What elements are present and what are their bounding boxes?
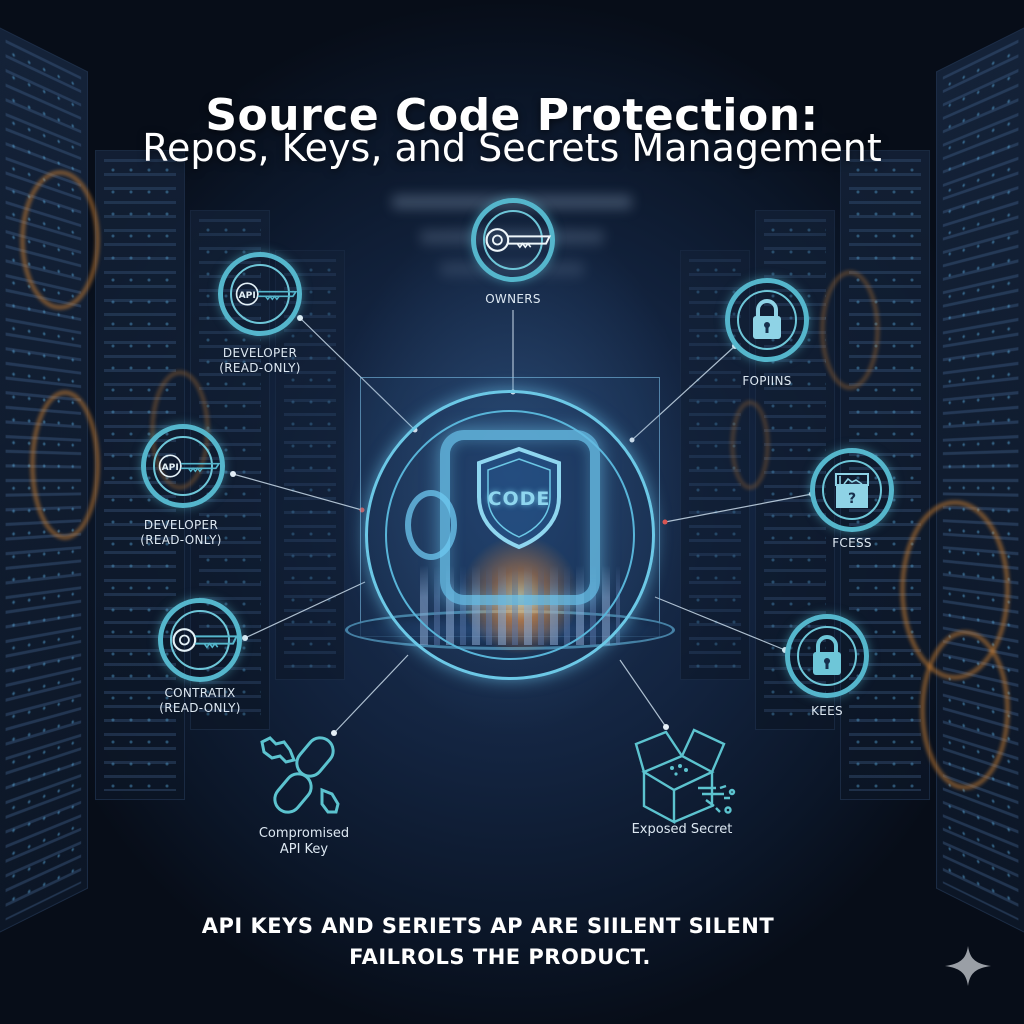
cable <box>730 400 770 490</box>
ring-inner <box>797 626 857 686</box>
label-line2: (READ-ONLY) <box>159 701 241 715</box>
open-box-icon <box>634 728 736 824</box>
label-line2: API Key <box>279 842 329 857</box>
node-label: DEVELOPER (READ-ONLY) <box>180 346 340 376</box>
page-subtitle: Repos, Keys, and Secrets Management <box>142 126 882 170</box>
node-label: FCESS <box>772 536 932 551</box>
ring-outer <box>810 448 894 532</box>
ring-outer <box>471 198 555 282</box>
cable <box>20 170 100 310</box>
ring-outer <box>725 278 809 362</box>
node-label: DEVELOPER (READ-ONLY) <box>101 518 261 548</box>
broken-chain-icon <box>260 736 340 814</box>
label-line1: FCESS <box>832 536 872 550</box>
svg-text:API: API <box>162 463 179 473</box>
node-label: OWNERS <box>433 292 593 307</box>
node-label: CONTRATIX (READ-ONLY) <box>120 686 280 716</box>
ring-inner <box>230 264 290 324</box>
ring-outer <box>141 424 225 508</box>
node-developer-read-only-mid[interactable]: API DEVELOPER (READ-ONLY) <box>140 424 225 547</box>
threat-compromised-api-key[interactable]: Compromised API Key <box>254 728 354 857</box>
node-label: FOPIINS <box>687 374 847 389</box>
node-kees[interactable]: KEES <box>785 614 869 718</box>
ring-inner <box>170 610 230 670</box>
code-shield-label: CODE <box>487 488 551 510</box>
svg-text:?: ? <box>848 491 856 507</box>
ring-outer <box>218 252 302 336</box>
ring-inner <box>153 436 213 496</box>
label-line1: DEVELOPER <box>222 346 298 360</box>
node-developer-read-only-top[interactable]: API DEVELOPER (READ-ONLY) <box>218 252 302 375</box>
label-line2: (READ-ONLY) <box>140 533 222 547</box>
ring-inner <box>483 210 543 270</box>
threat-exposed-secret[interactable]: Exposed Secret <box>632 726 736 837</box>
caption-line2: FAILROLS THE PRODUCT. <box>349 945 651 969</box>
cable <box>920 630 1010 790</box>
code-vault: CODE <box>345 365 675 680</box>
question-box-icon: ? <box>810 448 894 532</box>
threat-label: Exposed Secret <box>592 822 772 838</box>
api-key-icon: API <box>141 424 225 508</box>
node-label: KEES <box>747 704 907 719</box>
key-icon <box>471 198 555 282</box>
node-fcess[interactable]: ? FCESS <box>810 448 894 550</box>
vault-ring-outer <box>365 390 655 680</box>
cable <box>30 390 100 540</box>
label-line2: (READ-ONLY) <box>219 361 301 375</box>
label-line1: Compromised <box>258 826 350 841</box>
threat-label: Compromised API Key <box>214 826 394 858</box>
caption-line1: API KEYS AND SERIETS AP ARE SIILENT SILE… <box>201 914 775 938</box>
label-line1: OWNERS <box>485 292 541 306</box>
shield-icon <box>477 446 561 550</box>
label-line1: FOPIINS <box>742 374 792 388</box>
vault-dial-icon <box>405 490 457 560</box>
node-fopiins[interactable]: FOPIINS <box>725 278 809 388</box>
label-line1: KEES <box>811 704 843 718</box>
svg-text:API: API <box>239 291 256 301</box>
ring-inner <box>737 290 797 350</box>
vault-ring-inner <box>385 410 635 660</box>
ring-outer <box>785 614 869 698</box>
ring-inner <box>822 460 882 520</box>
sparkle-icon <box>945 946 991 986</box>
node-owners[interactable]: OWNERS <box>471 198 555 306</box>
padlock-icon <box>785 614 869 698</box>
padlock-icon <box>725 278 809 362</box>
cable <box>820 270 880 390</box>
label-line1: CONTRATIX <box>164 686 236 700</box>
ring-outer <box>158 598 242 682</box>
label-line1: DEVELOPER <box>143 518 219 532</box>
page-title: Source Code Protection: <box>205 90 819 141</box>
label-line1: Exposed Secret <box>631 822 733 837</box>
node-contratix-read-only[interactable]: CONTRATIX (READ-ONLY) <box>158 598 242 715</box>
key-icon <box>158 598 242 682</box>
api-key-icon: API <box>218 252 302 336</box>
